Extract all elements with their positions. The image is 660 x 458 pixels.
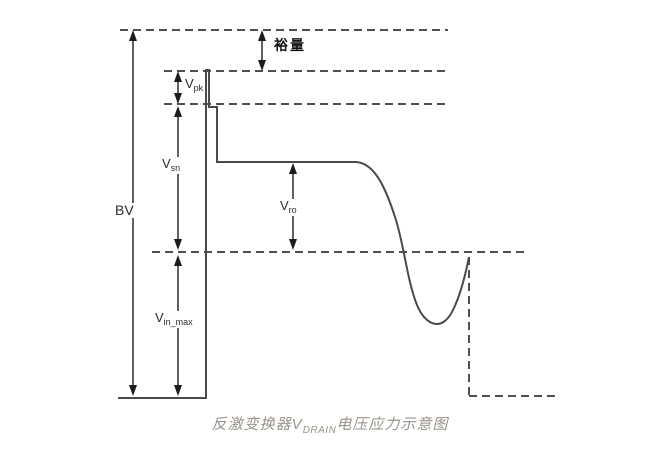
vinmax-label: Vin_max: [153, 310, 195, 328]
vsn-label: Vsn: [160, 156, 183, 174]
vpk-label: Vpk: [183, 76, 206, 94]
vsn-dimension-arrow: [174, 106, 182, 250]
vro-label: Vro: [278, 198, 299, 216]
margin-label: 裕量: [272, 37, 308, 54]
bv-label: BV: [113, 202, 136, 219]
diagram-caption: 反激变换器VDRAIN电压应力示意图: [211, 416, 449, 436]
margin-dimension-arrow: [258, 30, 266, 71]
reference-level-lines: [120, 29, 558, 397]
drain-voltage-waveform: [118, 69, 470, 399]
vpk-dimension-arrow: [174, 71, 182, 104]
